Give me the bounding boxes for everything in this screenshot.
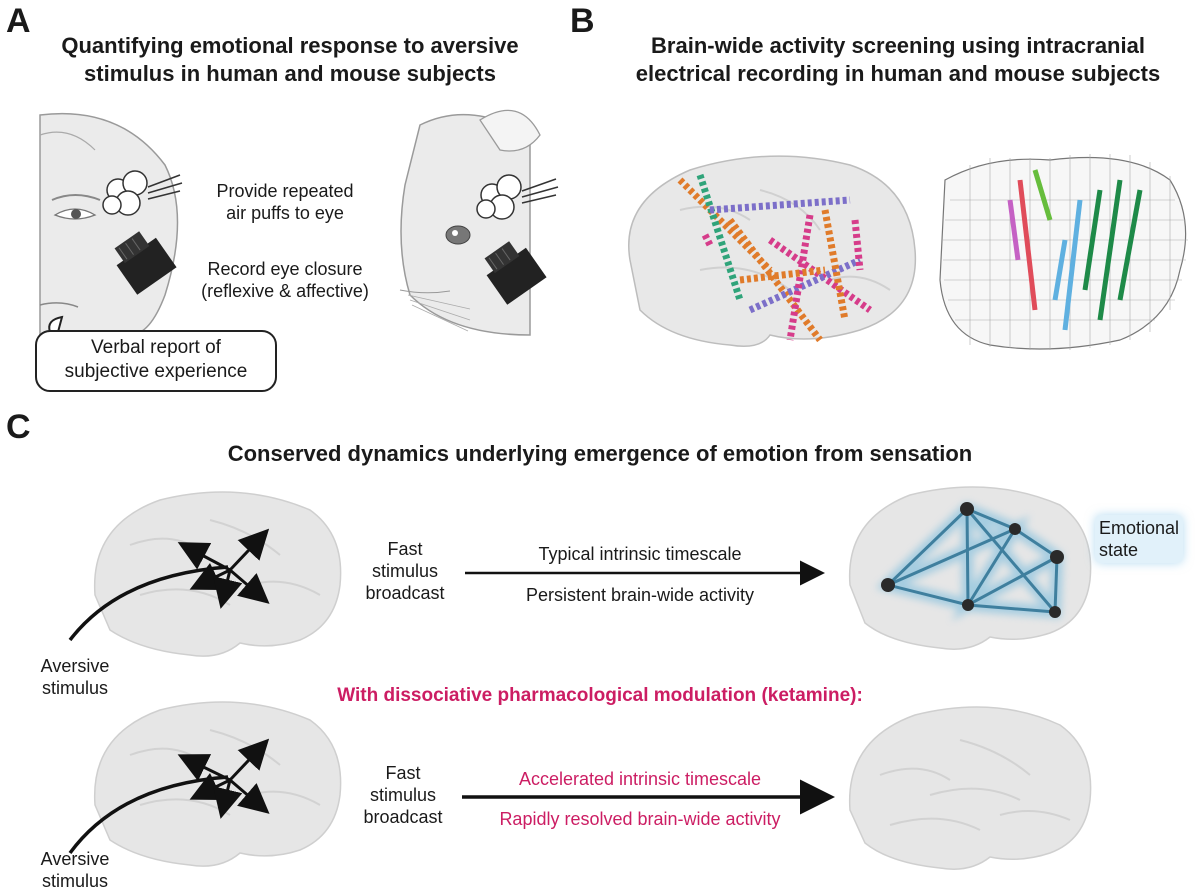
accelerated-timescale-label: Accelerated intrinsic timescale (518, 769, 762, 789)
panel-b-letter: B (570, 2, 595, 40)
panel-a-illustration (35, 109, 559, 392)
brain-resolved (848, 706, 1092, 870)
typical-timescale-label: Typical intrinsic timescale (538, 544, 742, 564)
camera-icon (114, 231, 177, 295)
panel-c-letter: C (6, 408, 31, 446)
air-puff-icon (102, 170, 183, 216)
fast-broadcast-label-bottom: Fast stimulus broadcast (363, 763, 443, 827)
panel-b-illustration (628, 154, 1188, 350)
ketamine-modulation-label: With dissociative pharmacological modula… (337, 685, 863, 706)
panel-b-title: Brain-wide activity screening using intr… (635, 33, 1161, 86)
brain-bottom-left (68, 701, 342, 867)
panel-a-title: Quantifying emotional response to aversi… (20, 32, 560, 88)
camera-icon (484, 241, 547, 305)
rapidly-resolved-label: Rapidly resolved brain-wide activity (499, 809, 781, 829)
aversive-stimulus-label-bottom: Aversive stimulus (40, 849, 110, 891)
eye-closure-step: Record eye closure (reflexive & affectiv… (201, 259, 369, 301)
aversive-stimulus-label-top: Aversive stimulus (40, 656, 110, 698)
mouse-brain-electrodes (939, 154, 1188, 350)
panel-a-title-line1: Quantifying emotional response to aversi… (61, 33, 519, 58)
air-puff-step: Provide repeated air puffs to eye (216, 181, 354, 223)
fast-broadcast-label-top: Fast stimulus broadcast (365, 539, 445, 603)
air-puff-icon (476, 174, 559, 220)
brain-emotional-state (848, 486, 1092, 650)
brain-top-left (68, 491, 342, 657)
panel-a-title-line2: stimulus in human and mouse subjects (84, 61, 496, 86)
human-brain-electrodes (628, 155, 917, 347)
persistent-activity-label: Persistent brain-wide activity (525, 585, 755, 605)
verbal-report-text: Verbal report of subjective experience (64, 337, 248, 382)
speech-bubble (35, 315, 277, 392)
panel-a-letter: A (6, 2, 31, 40)
panel-c-title: Conserved dynamics underlying emergence … (227, 441, 973, 466)
panel-c-illustration (68, 486, 1092, 870)
mouse-head-icon (399, 109, 541, 336)
human-head-icon (39, 112, 179, 336)
emotional-state-label: Emotional state (1095, 515, 1184, 563)
